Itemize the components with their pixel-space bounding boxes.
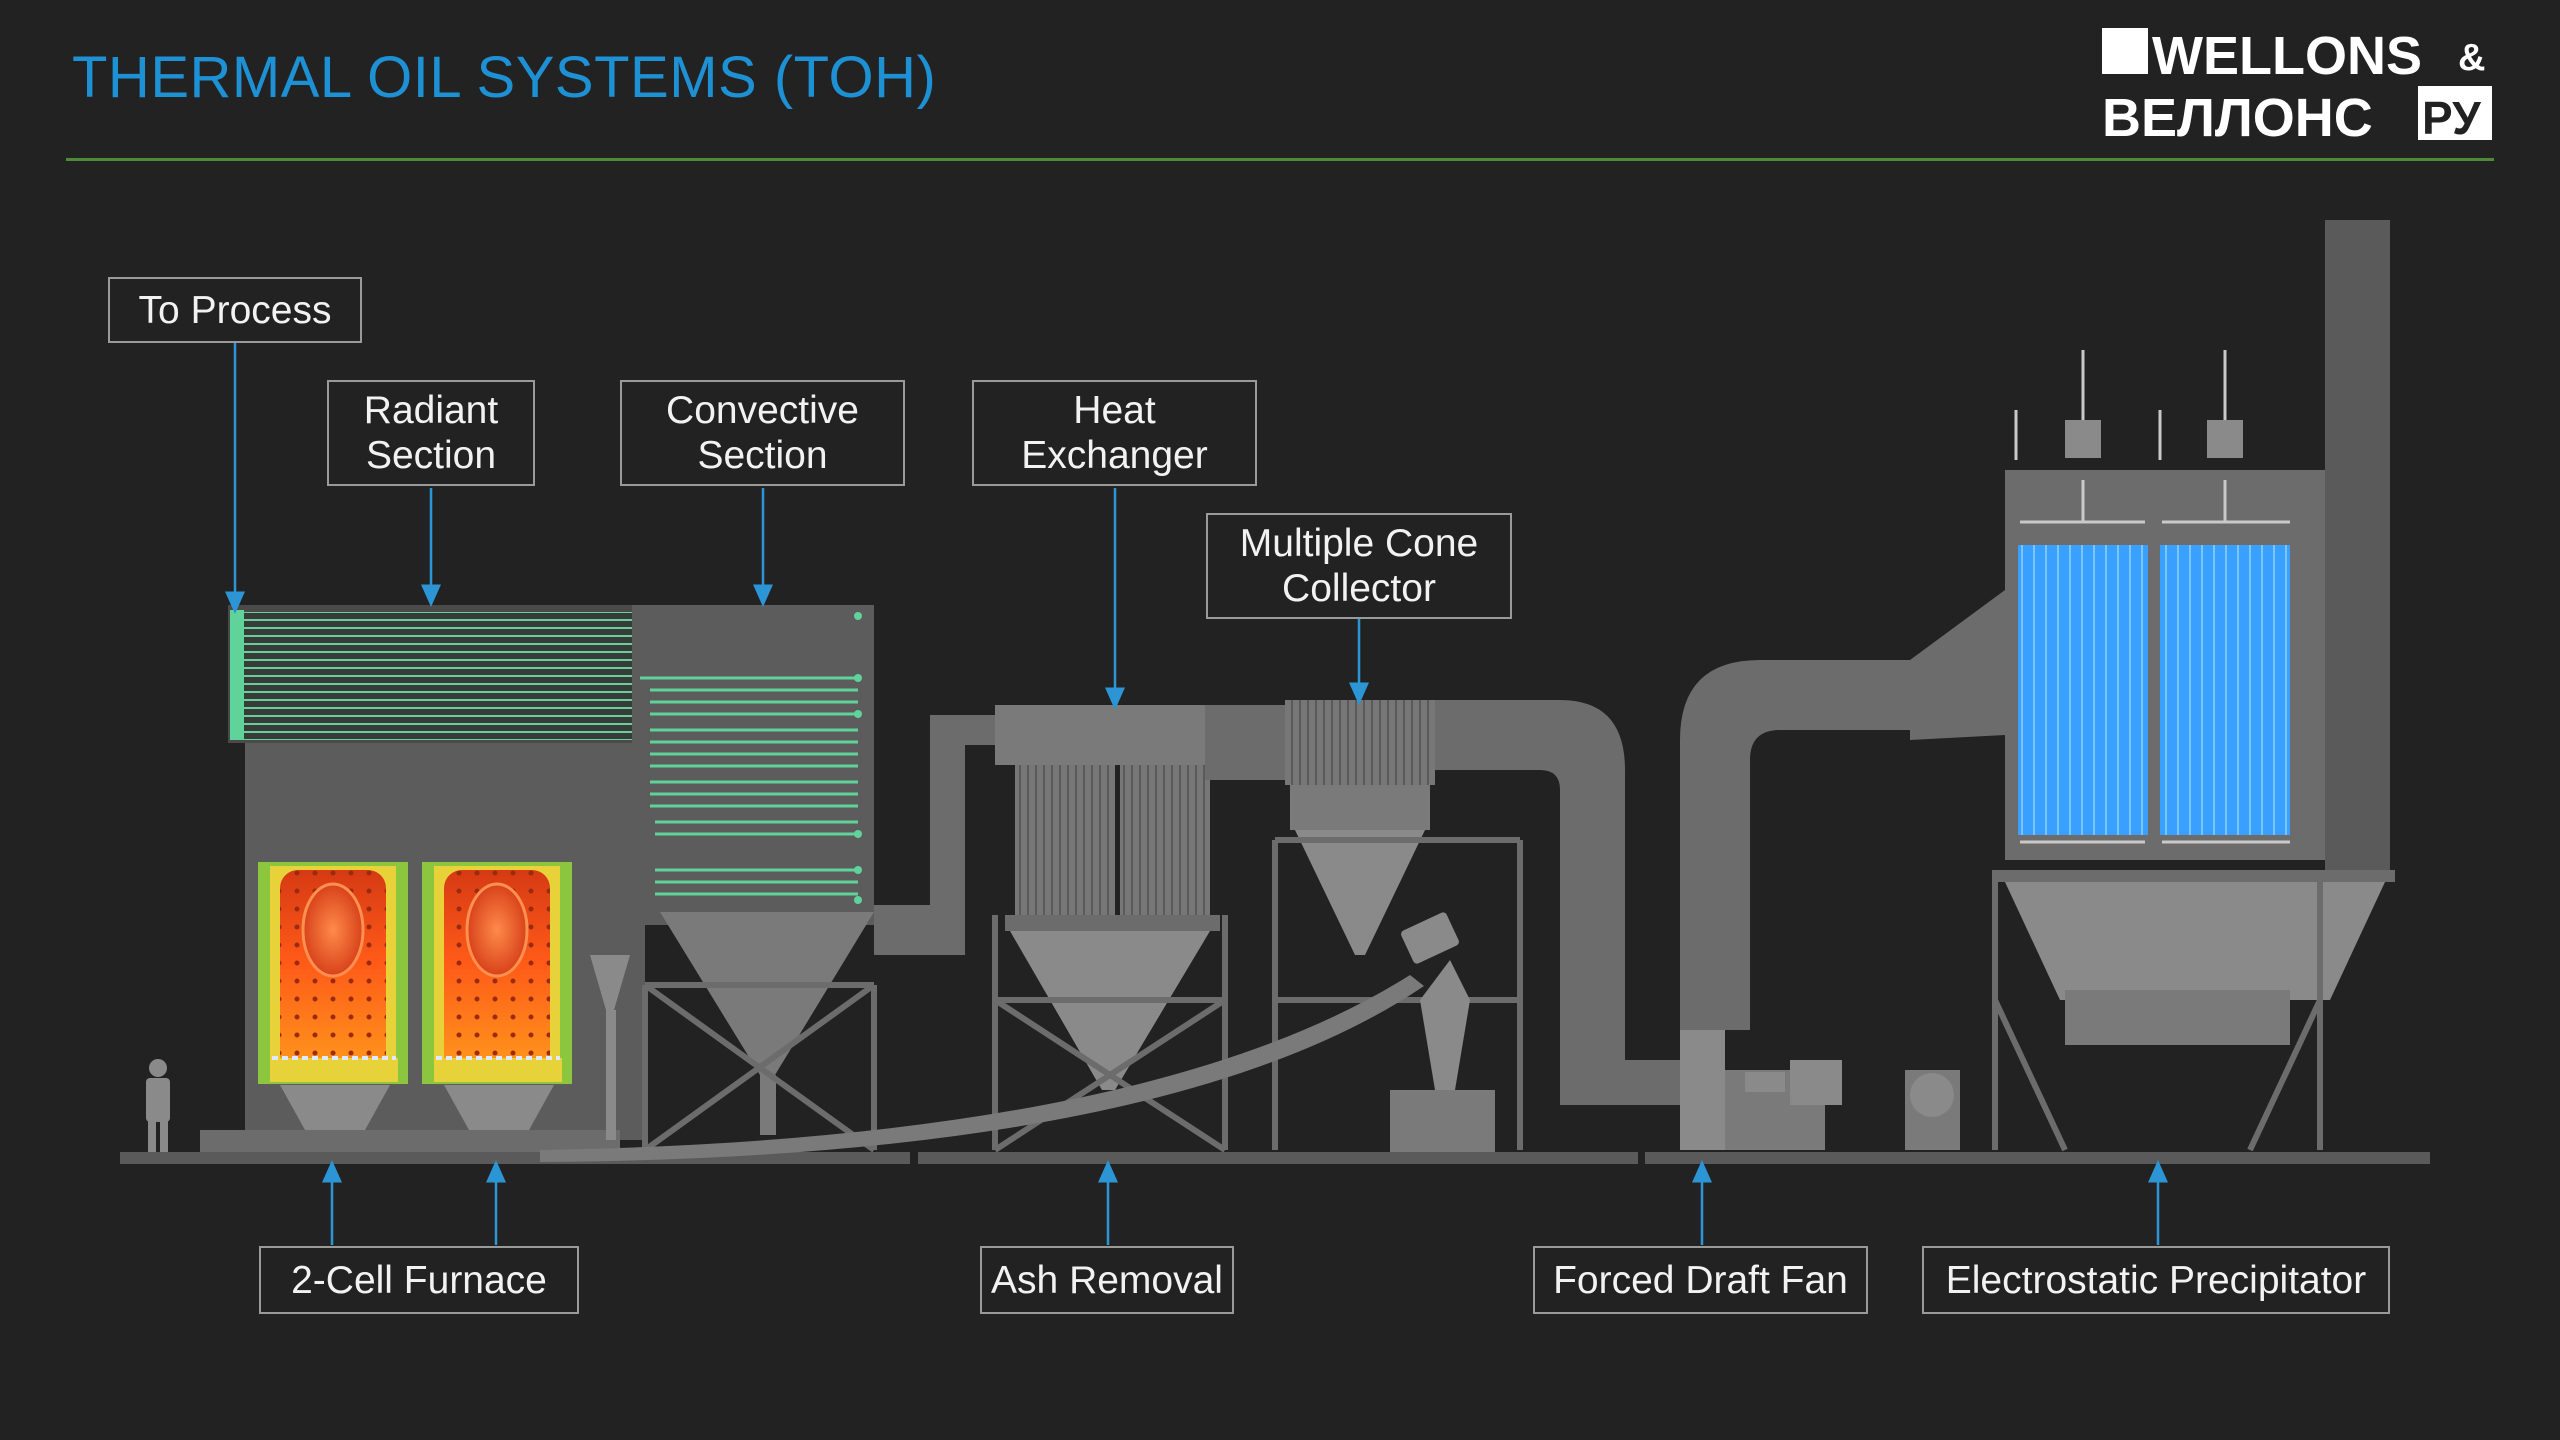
thermal-oil-heater xyxy=(200,605,877,1153)
multiple-cone-collector xyxy=(1272,700,1523,1152)
furnace-cell-1 xyxy=(258,862,408,1084)
label-heat-exchanger: Heat Exchanger xyxy=(972,380,1257,486)
label-convective-section: Convective Section xyxy=(620,380,905,486)
label-ash-removal: Ash Removal xyxy=(980,1246,1234,1314)
flue-duct-2 xyxy=(1435,700,1625,1105)
label-radiant-section: Radiant Section xyxy=(327,380,535,486)
person-icon xyxy=(146,1059,170,1152)
label-to-process: To Process xyxy=(108,277,362,343)
svg-text:WELLONS: WELLONS xyxy=(2152,26,2422,86)
electrostatic-precipitator xyxy=(1910,220,2395,1152)
label-electrostatic-precipitator: Electrostatic Precipitator xyxy=(1922,1246,2390,1314)
page-title: THERMAL OIL SYSTEMS (TOH) xyxy=(72,45,937,110)
svg-text:&: & xyxy=(2458,37,2485,79)
ground-slab-1 xyxy=(120,1152,910,1164)
flue-duct-1 xyxy=(874,715,1000,955)
svg-text:РУ: РУ xyxy=(2422,92,2482,144)
furnace-cell-2 xyxy=(422,862,572,1084)
label-multiple-cone-collector: Multiple Cone Collector xyxy=(1206,513,1512,619)
convective-tubes xyxy=(640,676,858,896)
forced-draft-fan xyxy=(1680,660,1960,1150)
label-2-cell-furnace: 2-Cell Furnace xyxy=(259,1246,579,1314)
title-divider xyxy=(66,158,2494,161)
label-forced-draft-fan: Forced Draft Fan xyxy=(1533,1246,1868,1314)
callout-arrows xyxy=(225,343,2168,1245)
company-logo: WELLONS & ВЕЛЛОНС РУ xyxy=(2100,22,2500,148)
svg-text:ВЕЛЛОНС: ВЕЛЛОНС xyxy=(2102,88,2373,148)
ash-conveyor xyxy=(540,975,1424,1162)
radiant-tube-bank xyxy=(236,612,636,740)
ground-slab-2 xyxy=(918,1152,1638,1164)
ground-slab-3 xyxy=(1645,1152,2430,1164)
exhaust-stack xyxy=(2325,220,2390,870)
heat-exchanger xyxy=(992,705,1228,1153)
